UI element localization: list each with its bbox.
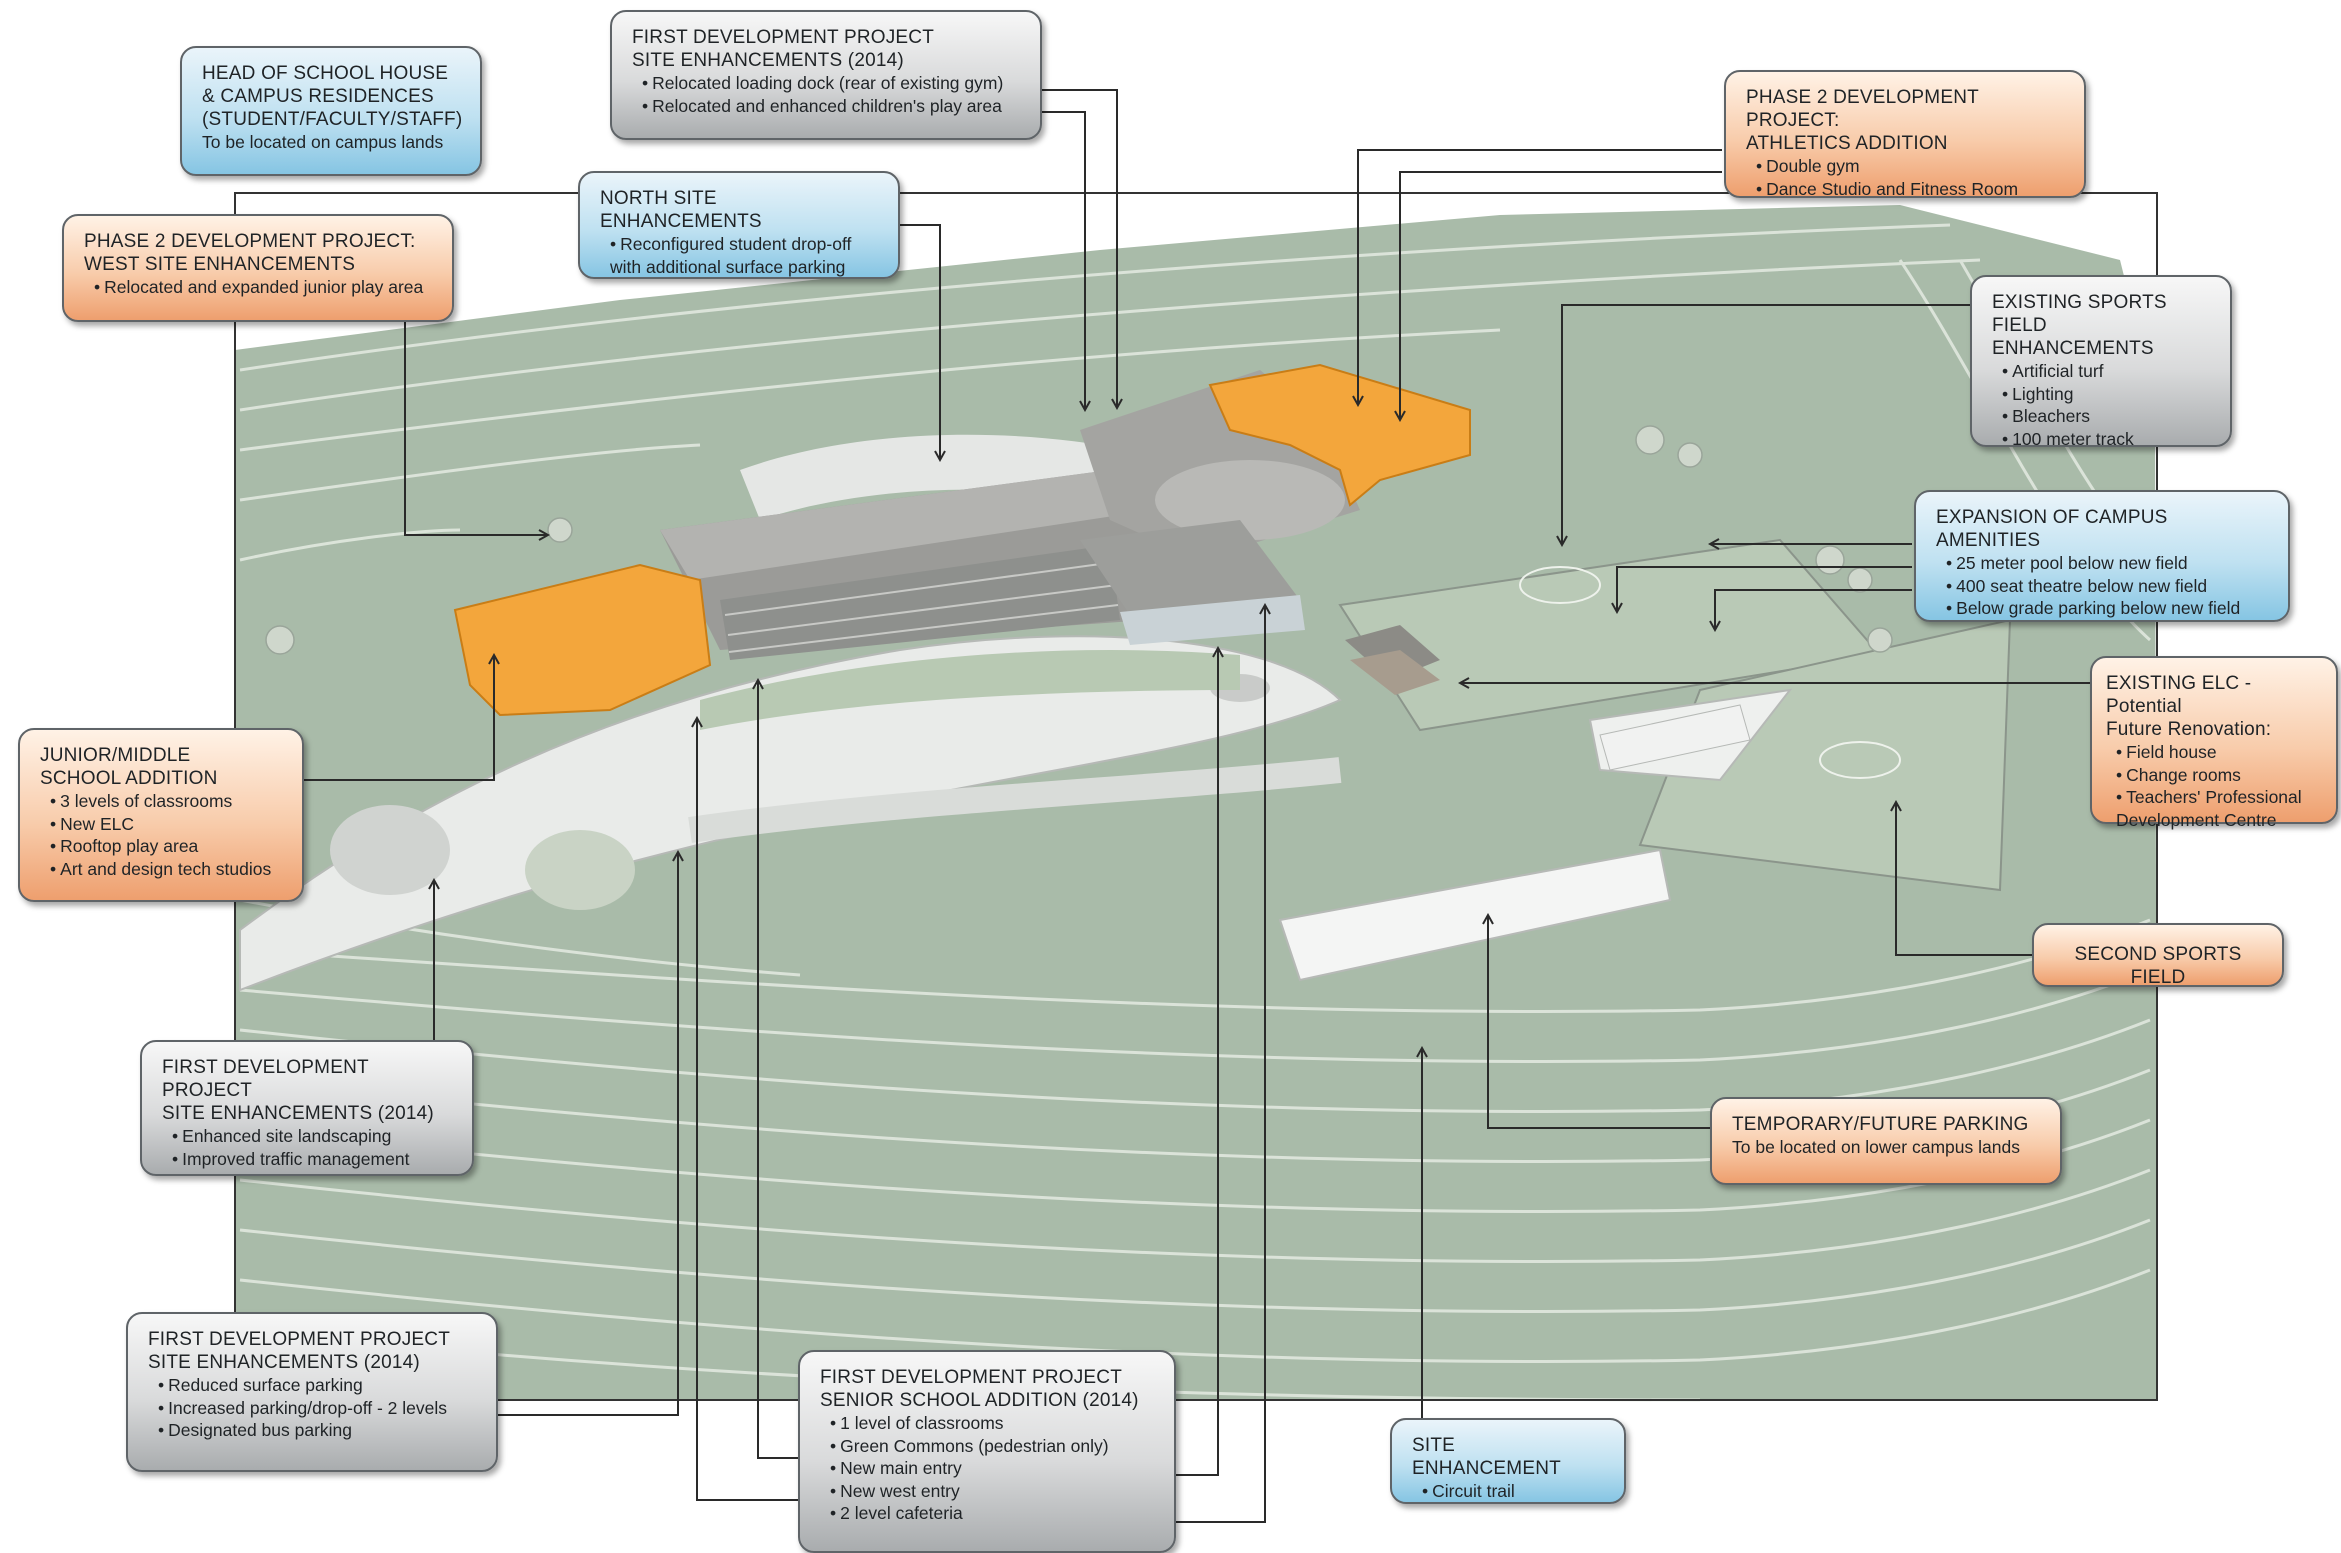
callout-site-enhancement: SITE ENHANCEMENT Circuit trail — [1390, 1418, 1626, 1504]
connector-phase2-west — [404, 320, 548, 535]
callout-item: 2 level cafeteria — [830, 1502, 1154, 1525]
callout-first-dev-parking: FIRST DEVELOPMENT PROJECT SITE ENHANCEME… — [126, 1312, 498, 1472]
callout-title: PHASE 2 DEVELOPMENT PROJECT: ATHLETICS A… — [1746, 87, 1979, 154]
callout-title: EXISTING SPORTS FIELD ENHANCEMENTS — [1992, 292, 2167, 359]
green-commons — [700, 650, 1240, 730]
connector-senior-2 — [697, 718, 800, 1501]
callout-note: To be located on campus lands — [202, 132, 444, 152]
connector-existing-sports — [1562, 304, 1972, 545]
callout-title: FIRST DEVELOPMENT PROJECT SITE ENHANCEME… — [162, 1057, 434, 1124]
callout-item: New west entry — [830, 1480, 1154, 1503]
callout-item: Dance Studio and Fitness Room — [1756, 178, 2064, 201]
callout-item: Relocated loading dock (rear of existing… — [642, 72, 1020, 95]
callout-item: Lighting — [2002, 383, 2210, 406]
callout-item: 400 seat theatre below new field — [1946, 575, 2268, 598]
connector-temporary-parking — [1488, 915, 1710, 1129]
callout-item: Increased parking/drop-off - 2 levels — [158, 1397, 476, 1420]
callout-item: Below grade parking below new field — [1946, 597, 2268, 620]
callout-title: PHASE 2 DEVELOPMENT PROJECT: WEST SITE E… — [84, 231, 416, 275]
callout-first-dev-site-top: FIRST DEVELOPMENT PROJECT SITE ENHANCEME… — [610, 10, 1042, 140]
callout-item: Bleachers — [2002, 405, 2210, 428]
callout-head-of-school: HEAD OF SCHOOL HOUSE & CAMPUS RESIDENCES… — [180, 46, 482, 176]
connector-lines — [302, 89, 2090, 1523]
callout-item: Relocated and enhanced children's play a… — [642, 95, 1020, 118]
callout-junior-middle: JUNIOR/MIDDLE SCHOOL ADDITION 3 levels o… — [18, 728, 304, 902]
connector-junior-middle — [302, 655, 494, 781]
connector-athletics-2 — [1400, 171, 1722, 420]
callout-item: Rooftop play area — [50, 835, 282, 858]
callout-phase2-athletics: PHASE 2 DEVELOPMENT PROJECT: ATHLETICS A… — [1724, 70, 2086, 201]
roads — [239, 434, 1793, 992]
connector-first-dev-top-1 — [1040, 89, 1117, 408]
callout-note: To be located on lower campus lands — [1732, 1137, 2020, 1157]
callout-item: Teachers' Professional Development Centr… — [2116, 786, 2326, 831]
callout-title: HEAD OF SCHOOL HOUSE & CAMPUS RESIDENCES… — [202, 63, 463, 130]
connector-north-site — [900, 224, 940, 460]
bleachers — [1599, 704, 1751, 771]
trees — [265, 425, 1893, 655]
callout-first-dev-landscaping: FIRST DEVELOPMENT PROJECT SITE ENHANCEME… — [140, 1040, 474, 1176]
callout-senior-school: FIRST DEVELOPMENT PROJECT SENIOR SCHOOL … — [798, 1350, 1176, 1553]
callout-item: 1 level of classrooms — [830, 1412, 1154, 1435]
connector-first-dev-top-2 — [1040, 111, 1085, 410]
callout-item: Artificial turf — [2002, 360, 2210, 383]
connector-senior-3 — [1174, 648, 1218, 1476]
athletics-addition — [1208, 363, 1471, 507]
callout-item: Designated bus parking — [158, 1419, 476, 1442]
existing-elc-building — [1345, 625, 1440, 695]
callout-temporary-parking: TEMPORARY/FUTURE PARKING To be located o… — [1710, 1097, 2062, 1185]
callout-item: 100 meter track — [2002, 428, 2210, 451]
connector-first-dev-parking — [497, 852, 678, 1416]
callout-item: Improved traffic management — [172, 1148, 452, 1171]
junior-middle-school-addition — [453, 563, 712, 717]
terrain — [235, 205, 2157, 1402]
callout-title: FIRST DEVELOPMENT PROJECT SITE ENHANCEME… — [148, 1329, 451, 1373]
callout-item: Art and design tech studios — [50, 858, 282, 881]
connector-athletics-1 — [1358, 149, 1722, 405]
callout-item: Enhanced site landscaping — [172, 1125, 452, 1148]
connector-amenities-3 — [1715, 589, 1912, 630]
callout-title: EXISTING ELC - Potential Future Renovati… — [2106, 673, 2272, 740]
callout-item: Circuit trail — [1422, 1480, 1604, 1503]
connector-amenities-2 — [1617, 566, 1912, 612]
callout-second-sports: SECOND SPORTS FIELD — [2032, 923, 2284, 988]
connector-senior-1 — [758, 680, 800, 1459]
callout-item: Relocated and expanded junior play area — [94, 276, 432, 299]
callout-item: Green Commons (pedestrian only) — [830, 1435, 1154, 1458]
callout-item: Reduced surface parking — [158, 1374, 476, 1397]
callout-title: FIRST DEVELOPMENT PROJECT SITE ENHANCEME… — [632, 27, 935, 71]
callout-title: SECOND SPORTS FIELD — [2074, 944, 2242, 988]
callout-title: TEMPORARY/FUTURE PARKING — [1732, 1114, 2029, 1135]
callout-expansion-amenities: EXPANSION OF CAMPUS AMENITIES 25 meter p… — [1914, 490, 2290, 622]
callout-item: Double gym — [1756, 155, 2064, 178]
callout-title: SITE ENHANCEMENT — [1412, 1435, 1561, 1479]
callout-title: FIRST DEVELOPMENT PROJECT SENIOR SCHOOL … — [820, 1367, 1139, 1411]
callout-title: EXPANSION OF CAMPUS AMENITIES — [1936, 507, 2168, 551]
callout-item: New main entry — [830, 1457, 1154, 1480]
callout-title: NORTH SITE ENHANCEMENTS — [600, 188, 762, 232]
callout-title: JUNIOR/MIDDLE SCHOOL ADDITION — [40, 745, 218, 789]
callout-phase2-west: PHASE 2 DEVELOPMENT PROJECT: WEST SITE E… — [62, 214, 454, 322]
callout-item: Reconfigured student drop-off with addit… — [610, 233, 878, 278]
callout-item: New ELC — [50, 813, 282, 836]
callout-existing-elc: EXISTING ELC - Potential Future Renovati… — [2090, 656, 2338, 830]
connector-second-sports — [1896, 802, 2033, 956]
callout-item: Field house — [2116, 741, 2326, 764]
callout-item: 3 levels of classrooms — [50, 790, 282, 813]
connector-senior-4 — [1174, 605, 1265, 1523]
callout-existing-sports: EXISTING SPORTS FIELD ENHANCEMENTS Artif… — [1970, 275, 2232, 449]
callout-north-site: NORTH SITE ENHANCEMENTS Reconfigured stu… — [578, 171, 900, 279]
callout-item: 25 meter pool below new field — [1946, 552, 2268, 575]
callout-item: Change rooms — [2116, 764, 2326, 787]
